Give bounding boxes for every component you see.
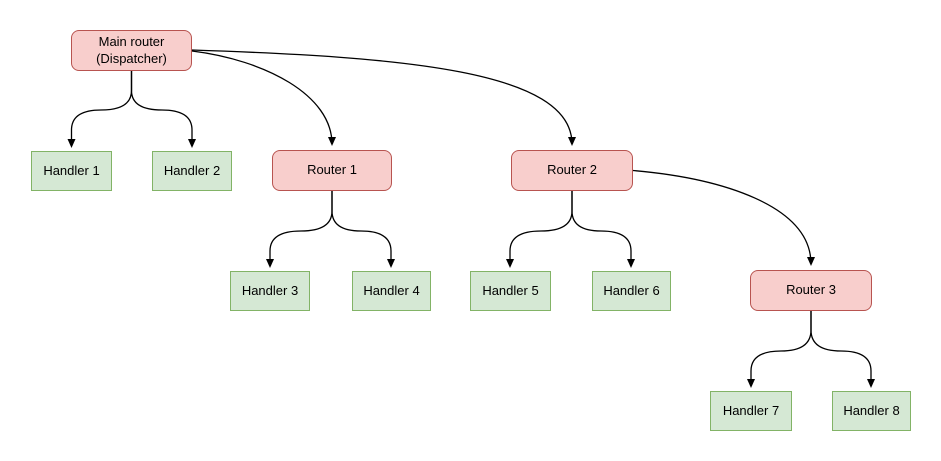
edge-router-1-to-handler-4 — [331, 191, 395, 268]
edge-router-2-to-handler-5 — [506, 191, 573, 268]
edge-router-2-to-router-3 — [632, 169, 815, 266]
edge-main-router-to-router-1 — [191, 50, 336, 146]
edge-router-3-to-handler-8 — [810, 311, 875, 388]
node-main-router: Main router (Dispatcher) — [71, 30, 192, 71]
node-router-1: Router 1 — [272, 150, 392, 191]
edge-router-1-to-handler-3 — [266, 191, 333, 268]
node-handler-7: Handler 7 — [710, 391, 792, 431]
node-handler-8: Handler 8 — [832, 391, 911, 431]
node-handler-4: Handler 4 — [352, 271, 431, 311]
node-handler-3: Handler 3 — [230, 271, 310, 311]
edge-main-router-to-router-2 — [191, 49, 576, 146]
edge-router-2-to-handler-6 — [571, 191, 635, 268]
edge-router-3-to-handler-7 — [747, 311, 812, 388]
node-handler-1: Handler 1 — [31, 151, 112, 191]
node-router-2: Router 2 — [511, 150, 633, 191]
edge-main-router-to-handler-2 — [130, 71, 196, 148]
node-handler-6: Handler 6 — [592, 271, 671, 311]
edge-main-router-to-handler-1 — [67, 71, 133, 148]
node-handler-2: Handler 2 — [152, 151, 232, 191]
node-router-3: Router 3 — [750, 270, 872, 311]
node-handler-5: Handler 5 — [470, 271, 551, 311]
